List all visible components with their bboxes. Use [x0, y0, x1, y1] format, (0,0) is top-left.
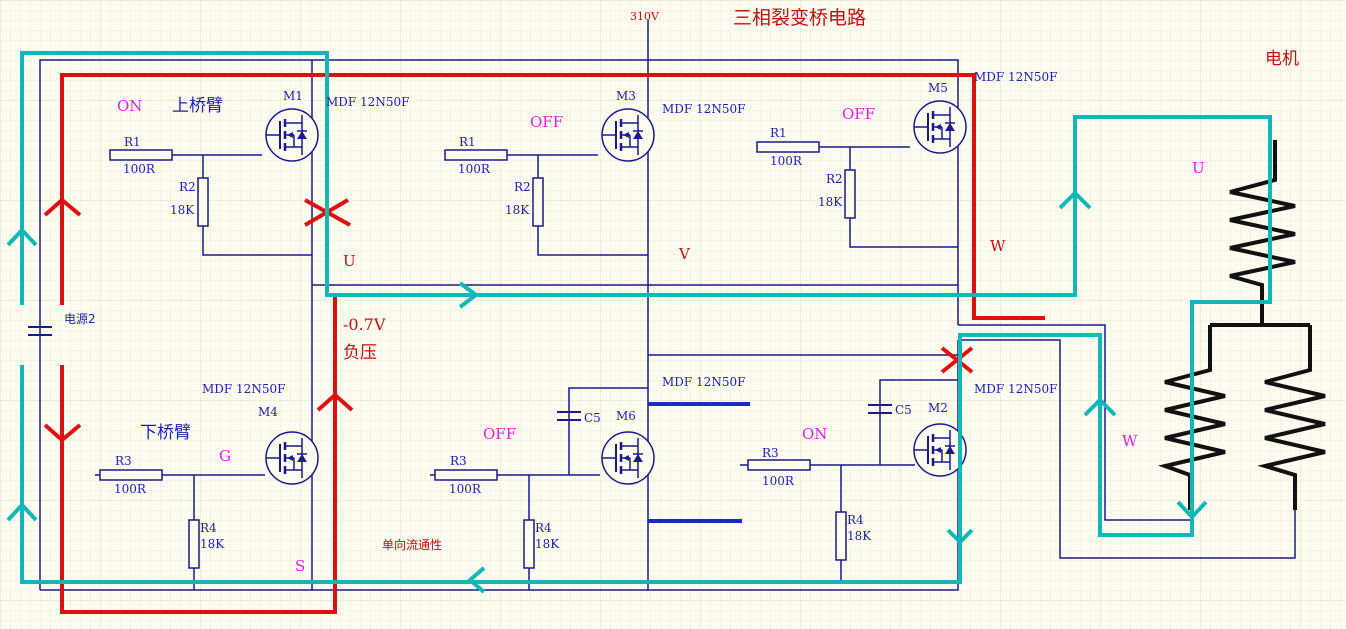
m3-r2: R2: [514, 180, 531, 194]
m5-r2: R2: [826, 172, 843, 186]
m2-r3-value: 100R: [762, 474, 795, 488]
m3-r1-value: 100R: [458, 162, 491, 176]
motor-windings: [1157, 140, 1326, 510]
m5-r1-value: 100R: [770, 154, 803, 168]
node-u: U: [343, 252, 356, 270]
m3-r1: R1: [459, 135, 476, 149]
mosfet-m6: [600, 430, 656, 486]
m4-name: M4: [258, 405, 278, 419]
m2-cap: C5: [895, 403, 912, 417]
high-side-label: 上桥臂: [172, 96, 223, 116]
m3-r2-value: 18K: [505, 203, 530, 217]
m1-r1-value: 100R: [123, 162, 156, 176]
m1-r1: R1: [124, 135, 141, 149]
m2-part: MDF 12N50F: [974, 382, 1057, 396]
heavy-bars: [648, 402, 750, 523]
mosfet-m4: [264, 430, 320, 486]
m6-r4-value: 18K: [535, 537, 560, 551]
m5-state: OFF: [842, 105, 875, 123]
m4-r3-value: 100R: [114, 482, 147, 496]
m6-state: OFF: [483, 425, 516, 443]
m5-part: MDF 12N50F: [974, 70, 1057, 84]
mosfet-m5: [912, 99, 968, 155]
m3-state: OFF: [530, 113, 563, 131]
motor-u-label: U: [1192, 159, 1205, 177]
m4-r3: R3: [115, 454, 132, 468]
m4-gate-label: G: [219, 447, 231, 465]
m2-r4: R4: [847, 513, 864, 527]
m2-state: ON: [802, 425, 827, 443]
mosfet-m3: [600, 107, 656, 163]
m4-r4-value: 18K: [200, 537, 225, 551]
m5-name: M5: [928, 81, 948, 95]
node-w: W: [990, 237, 1006, 255]
m1-r2-value: 18K: [170, 203, 195, 217]
m6-r3: R3: [450, 454, 467, 468]
low-side-label: 下桥臂: [140, 423, 191, 443]
neg-pressure-label: 负压: [343, 343, 377, 363]
m4-source-label: S: [295, 557, 305, 575]
m1-part: MDF 12N50F: [326, 95, 409, 109]
current-path-cyan: [6, 51, 1272, 594]
node-v: V: [678, 245, 691, 263]
motor-label: 电机: [1265, 49, 1299, 69]
capacitors: [28, 326, 892, 421]
m6-cap: C5: [584, 411, 601, 425]
m1-r2: R2: [179, 180, 196, 194]
m2-name: M2: [928, 401, 948, 415]
supply-voltage-label: 310V: [630, 10, 660, 23]
m3-part: MDF 12N50F: [662, 102, 745, 116]
supply-cap-label: 电源2: [64, 312, 96, 326]
neg-voltage-label: -0.7V: [343, 315, 386, 334]
m6-name: M6: [616, 409, 636, 423]
mosfet-m1: [264, 107, 320, 163]
title: 三相裂变桥电路: [733, 7, 866, 29]
unidirectional-label: 单向流通性: [382, 537, 442, 552]
m6-r3-value: 100R: [449, 482, 482, 496]
m2-r4-value: 18K: [847, 529, 872, 543]
m4-r4: R4: [200, 521, 217, 535]
m3-name: M3: [616, 89, 636, 103]
m5-r2-value: 18K: [818, 195, 843, 209]
m4-part: MDF 12N50F: [202, 382, 285, 396]
m5-r1: R1: [770, 126, 787, 140]
motor-w-label: W: [1122, 432, 1138, 450]
m1-state: ON: [117, 97, 142, 115]
m6-r4: R4: [535, 521, 552, 535]
m1-name: M1: [283, 89, 303, 103]
m6-part: MDF 12N50F: [662, 375, 745, 389]
m2-r3: R3: [762, 446, 779, 460]
